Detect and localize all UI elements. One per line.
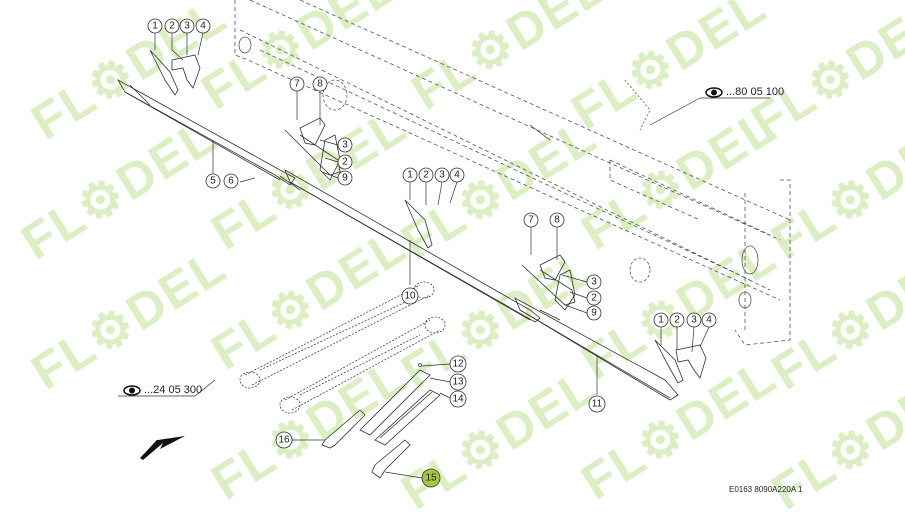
svg-text:16: 16 bbox=[278, 435, 290, 446]
rail-part-11 bbox=[514, 297, 679, 401]
part-15 bbox=[371, 439, 411, 479]
svg-text:3: 3 bbox=[342, 140, 348, 151]
svg-text:2: 2 bbox=[591, 293, 597, 304]
svg-text:2: 2 bbox=[342, 157, 348, 168]
svg-text:7: 7 bbox=[528, 215, 534, 226]
svg-text:8: 8 bbox=[554, 215, 560, 226]
svg-text:3: 3 bbox=[591, 277, 597, 288]
svg-text:8: 8 bbox=[317, 79, 323, 90]
part-16 bbox=[321, 409, 366, 449]
main-frame bbox=[234, 0, 791, 346]
leader-lines bbox=[118, 32, 770, 479]
svg-text:6: 6 bbox=[228, 176, 234, 187]
svg-text:1: 1 bbox=[152, 21, 158, 32]
blade-group-a bbox=[149, 49, 201, 96]
svg-text:2: 2 bbox=[169, 21, 175, 32]
reference-link-left[interactable]: ...24 05 300 bbox=[123, 384, 202, 396]
svg-text:2: 2 bbox=[423, 170, 429, 181]
svg-text:14: 14 bbox=[452, 394, 464, 405]
drawing-code: E0163 8090A220A 1 bbox=[729, 485, 803, 494]
svg-text:15: 15 bbox=[425, 473, 437, 484]
reference-text: ...80 05 100 bbox=[726, 86, 785, 98]
reference-text: ...24 05 300 bbox=[144, 384, 203, 396]
chain-assembly bbox=[239, 281, 446, 414]
frame-details bbox=[238, 36, 759, 309]
blade-group-c bbox=[654, 339, 707, 384]
callout-circles bbox=[147, 18, 717, 488]
eye-icon bbox=[123, 384, 141, 396]
svg-text:3: 3 bbox=[691, 315, 697, 326]
guide-parts bbox=[359, 363, 441, 446]
svg-text:3: 3 bbox=[439, 170, 445, 181]
svg-text:5: 5 bbox=[210, 176, 216, 187]
svg-text:1: 1 bbox=[407, 170, 413, 181]
svg-text:2: 2 bbox=[674, 315, 680, 326]
svg-text:1: 1 bbox=[658, 315, 664, 326]
svg-text:11: 11 bbox=[592, 399, 603, 410]
bracket-group-2 bbox=[521, 254, 576, 311]
bracket-group-1 bbox=[284, 117, 341, 181]
svg-text:9: 9 bbox=[591, 308, 597, 319]
svg-text:10: 10 bbox=[404, 291, 416, 302]
direction-arrow-icon bbox=[140, 436, 185, 460]
svg-text:12: 12 bbox=[452, 359, 464, 370]
blade-group-b bbox=[405, 200, 433, 249]
svg-text:4: 4 bbox=[454, 170, 460, 181]
rail-part-5 bbox=[116, 78, 296, 186]
svg-text:9: 9 bbox=[342, 173, 348, 184]
svg-text:7: 7 bbox=[294, 79, 300, 90]
svg-text:4: 4 bbox=[200, 21, 206, 32]
svg-text:13: 13 bbox=[452, 377, 464, 388]
eye-icon bbox=[705, 86, 723, 98]
svg-text:3: 3 bbox=[184, 21, 190, 32]
svg-text:4: 4 bbox=[706, 315, 712, 326]
reference-link-top[interactable]: ...80 05 100 bbox=[705, 86, 784, 98]
